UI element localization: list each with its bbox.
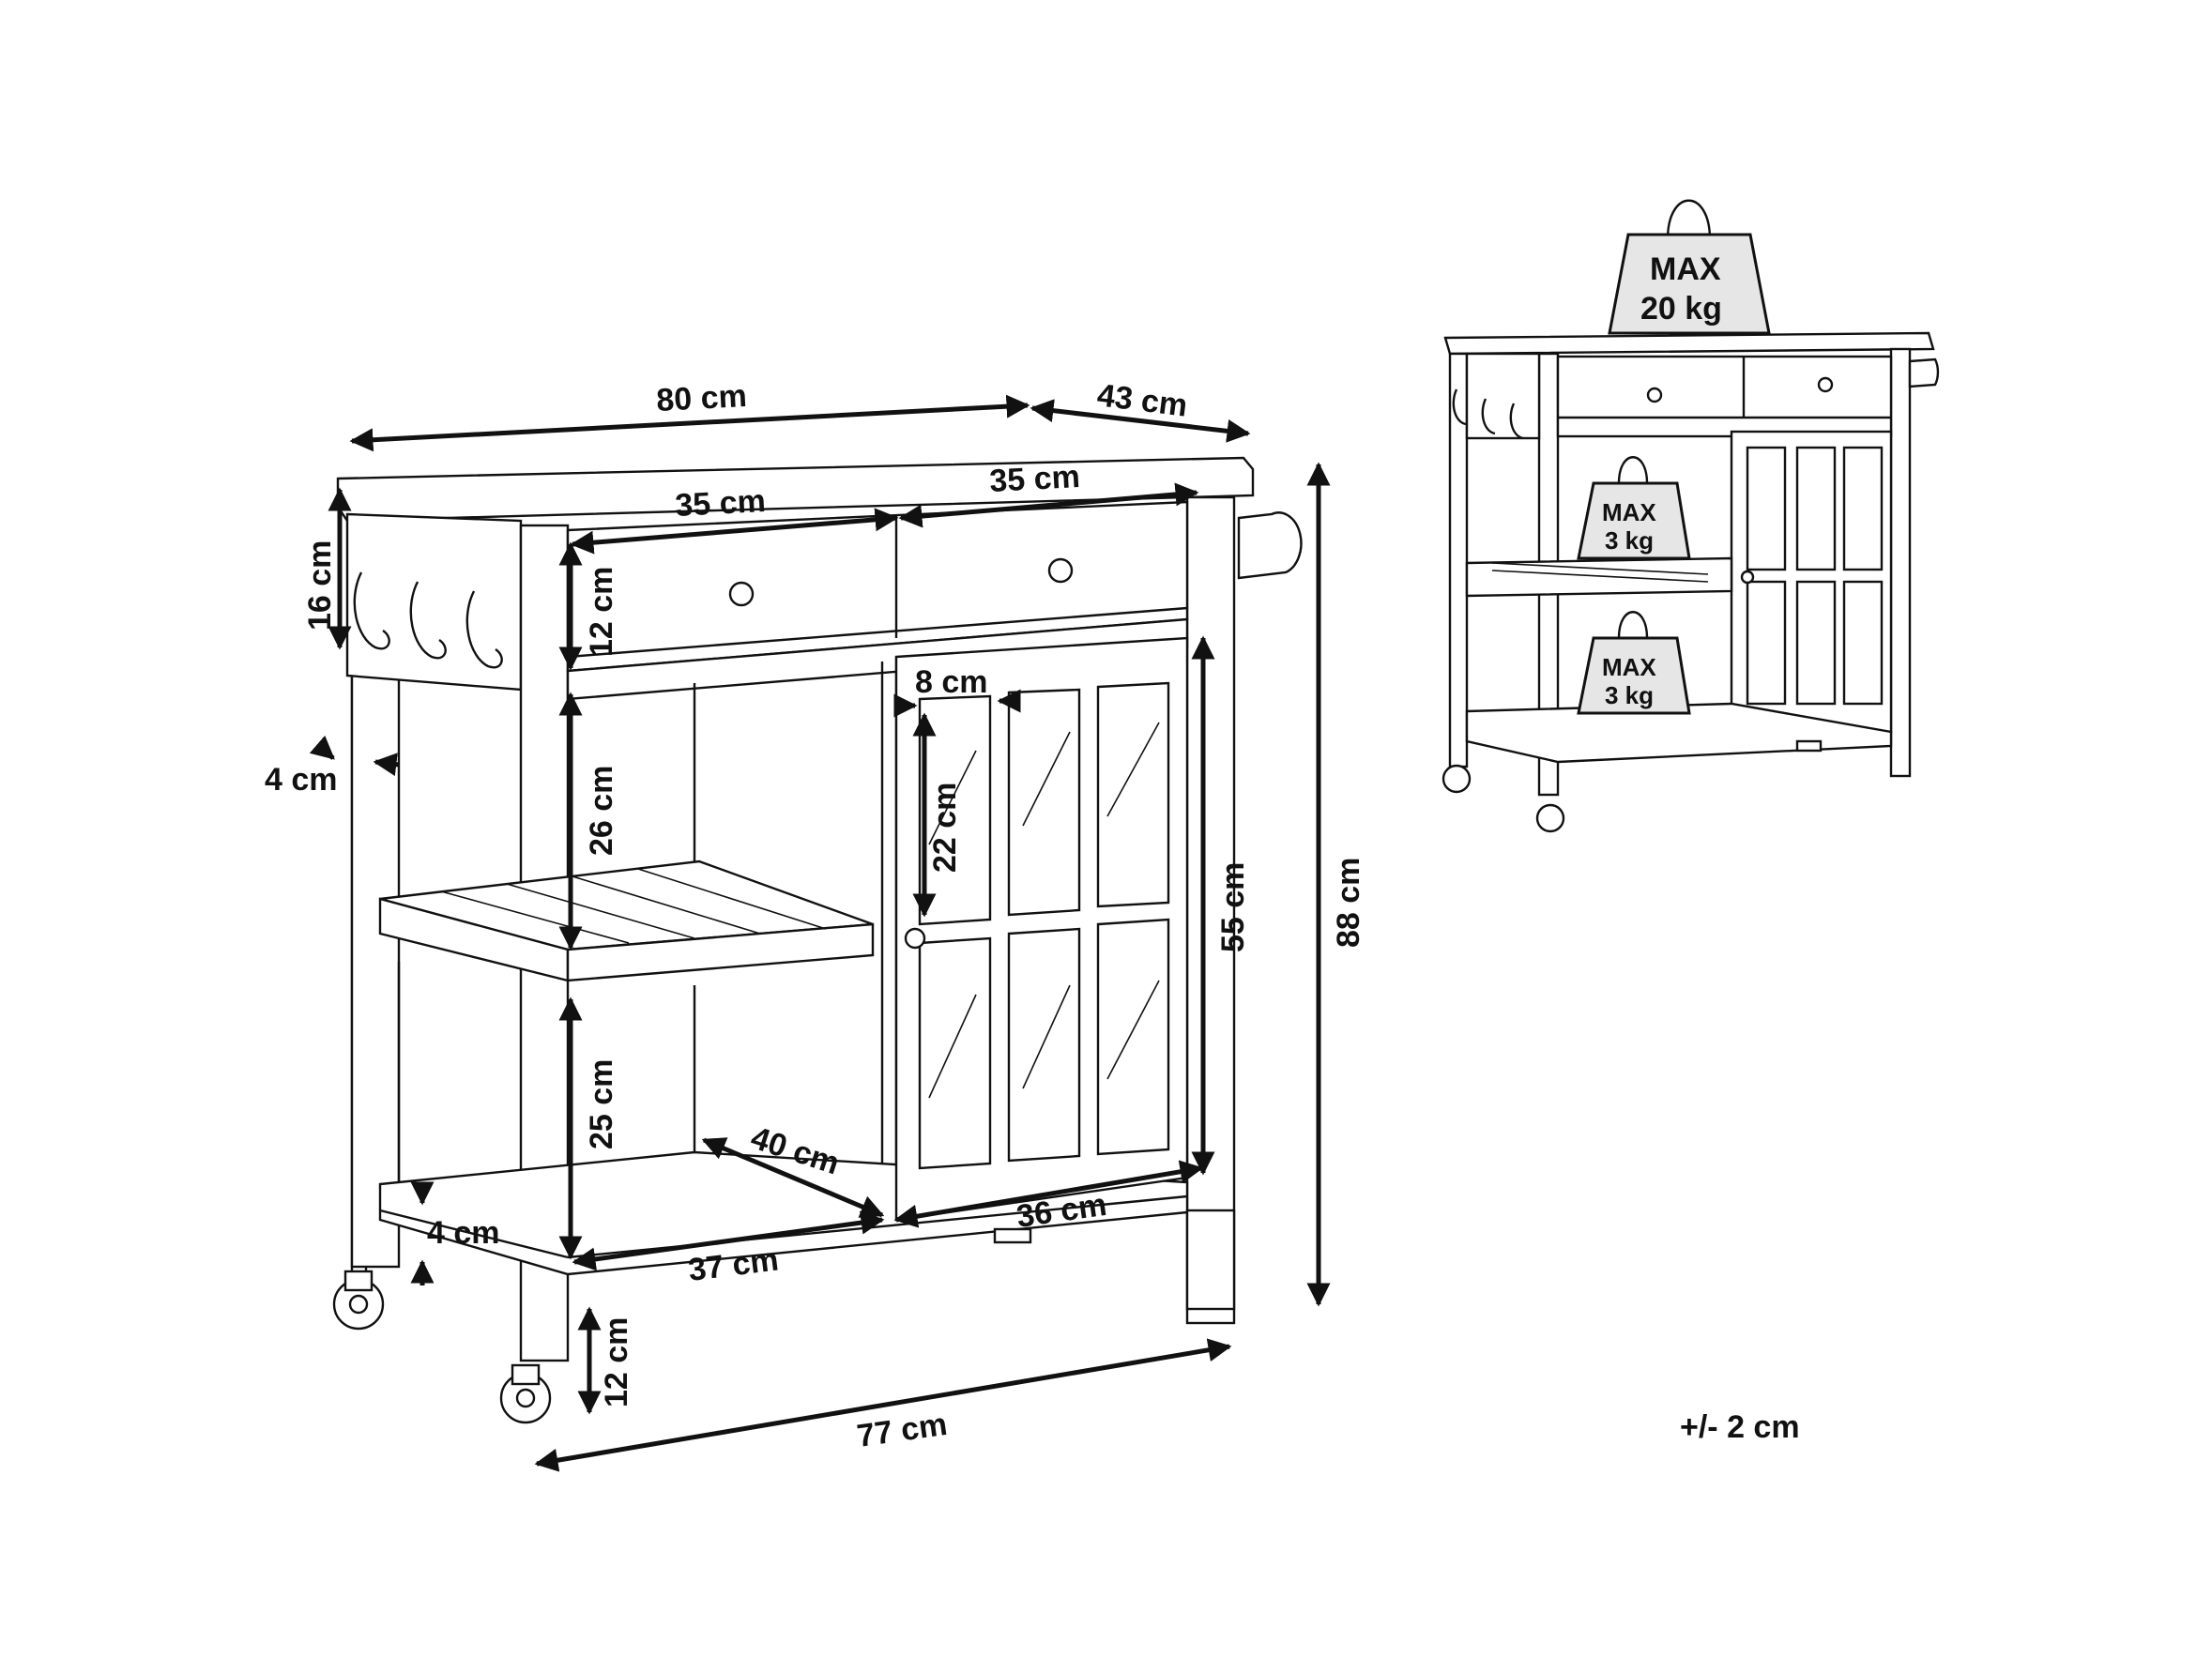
weight-upper-line1: MAX: [1602, 498, 1656, 526]
weight-top-line2: 20 kg: [1640, 291, 1722, 327]
dim-drawer-left-width: 35 cm: [674, 483, 766, 524]
load-limit-drawing: MAX 20 kg MAX 3 kg MAX 3 kg: [1442, 199, 1940, 833]
caster-wheels: [332, 1270, 552, 1424]
dim-door-height: 55 cm: [1215, 862, 1251, 952]
dim-open-shelf-lower: 25 cm: [584, 1059, 619, 1149]
dim-drawer-height: 12 cm: [584, 567, 619, 657]
dim-total-height: 88 cm: [1331, 858, 1366, 948]
dimension-lines: [309, 394, 1331, 1472]
dim-shelf-board-thickness: 4 cm: [427, 1215, 500, 1251]
dim-width-top: 80 cm: [655, 378, 747, 418]
dimension-labels: 80 cm 43 cm 35 cm 35 cm 16 cm 12 cm 4 cm…: [265, 377, 1366, 1454]
dim-open-shelf-upper: 26 cm: [584, 766, 619, 856]
hook-rail-hooks: [353, 571, 503, 669]
weight-top: MAX 20 kg: [1608, 199, 1771, 335]
dim-door-pane-height: 22 cm: [927, 783, 963, 873]
dim-door-pane-width: 8 cm: [915, 664, 988, 700]
weight-lower-line1: MAX: [1602, 653, 1656, 681]
main-trolley-drawing: [332, 456, 1303, 1424]
dim-drawer-right-width: 35 cm: [988, 459, 1080, 499]
dim-base-width: 77 cm: [855, 1407, 950, 1454]
dim-hook-rail-height: 16 cm: [302, 540, 338, 631]
weight-top-line1: MAX: [1650, 251, 1721, 287]
dim-floor-clearance: 12 cm: [599, 1317, 634, 1407]
weight-shelf-upper: MAX 3 kg: [1577, 456, 1691, 560]
tolerance-note: +/- 2 cm: [1680, 1409, 1800, 1445]
weight-lower-line2: 3 kg: [1605, 681, 1654, 709]
dim-leg-thickness: 4 cm: [265, 762, 338, 798]
weight-upper-line2: 3 kg: [1605, 526, 1654, 555]
weight-shelf-lower: MAX 3 kg: [1577, 611, 1691, 715]
